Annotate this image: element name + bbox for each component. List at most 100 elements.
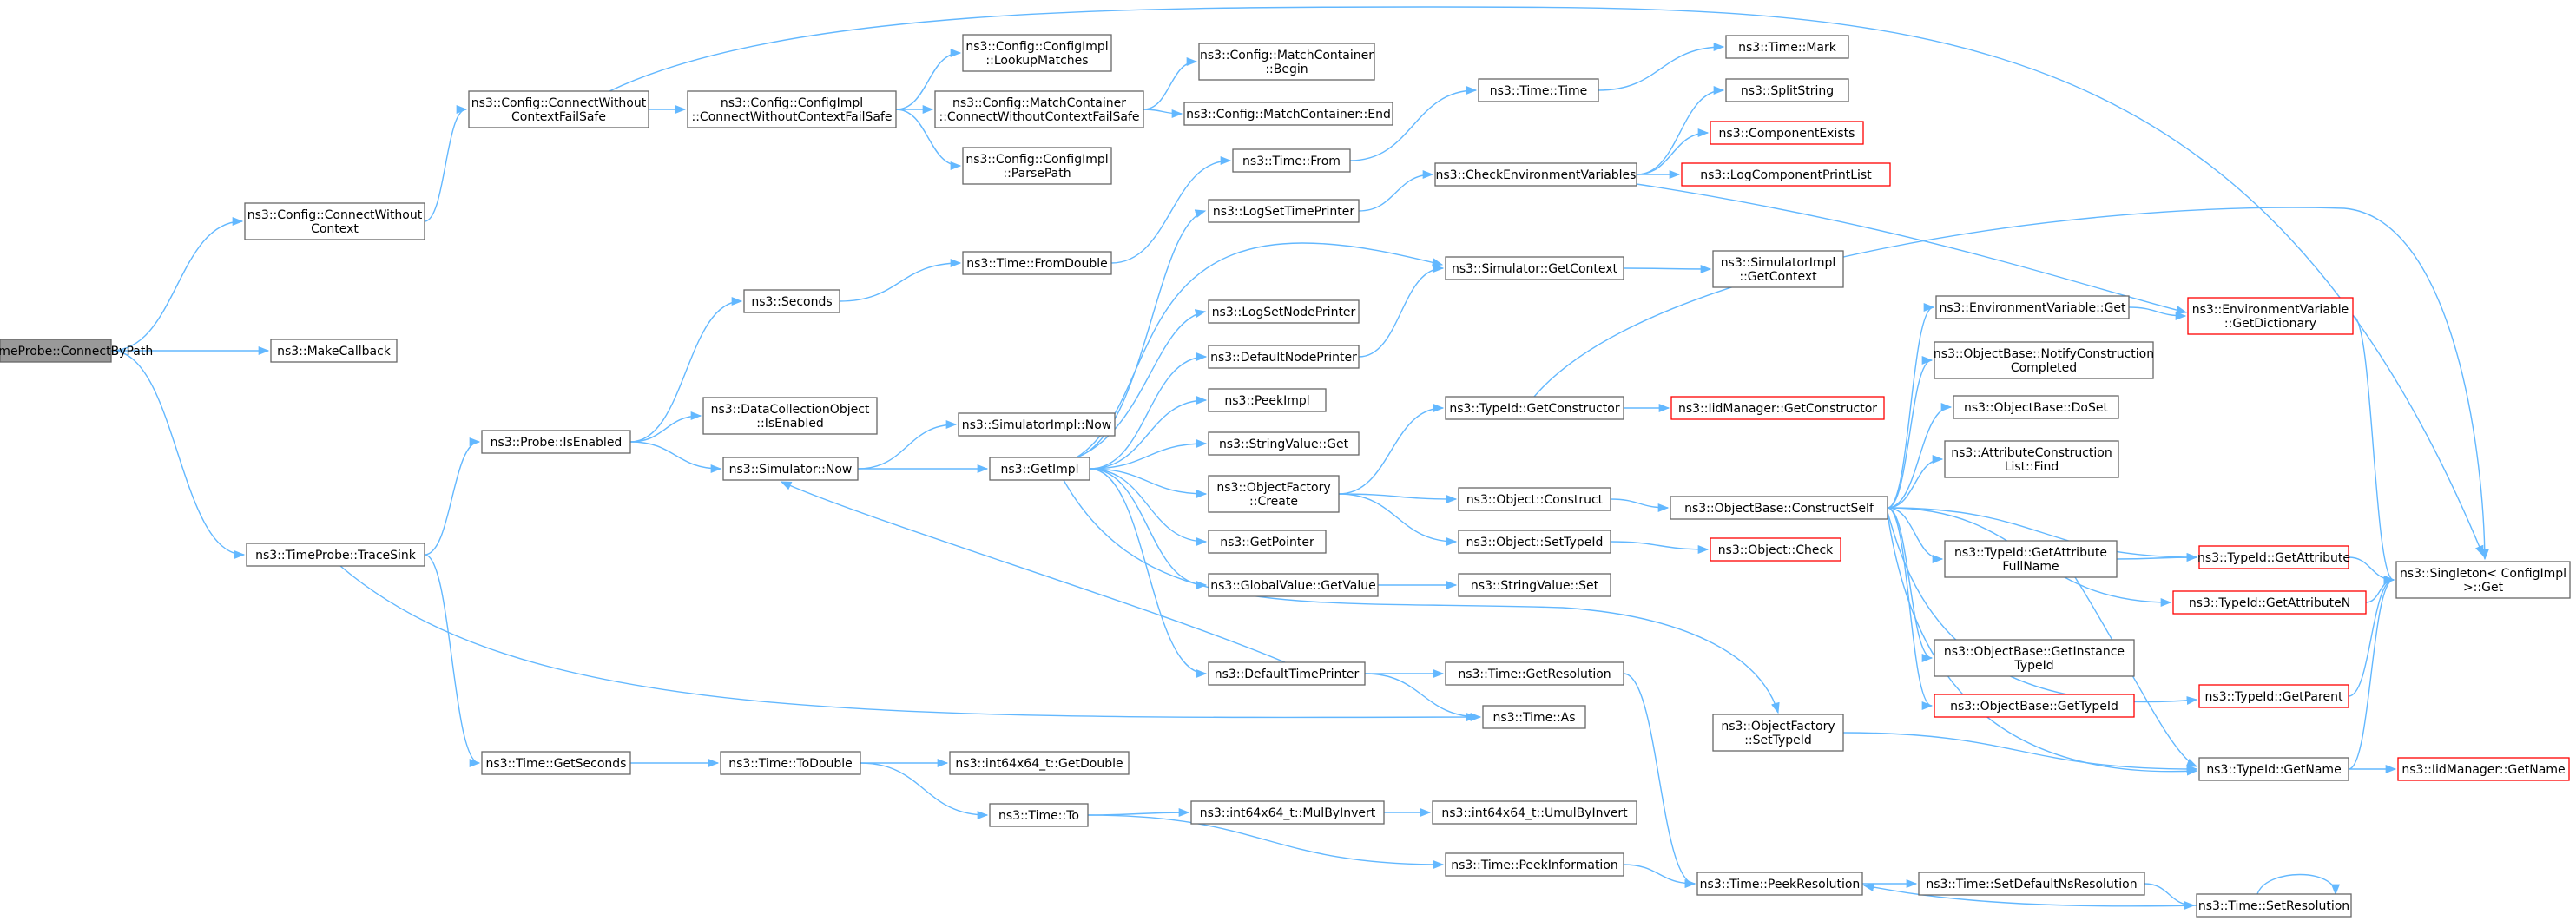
function-node-obj-settypeid[interactable]: ns3::Object::SetTypeId <box>1458 530 1611 554</box>
function-node-make-cb[interactable]: ns3::MakeCallback <box>270 339 398 363</box>
function-node-fromdouble[interactable]: ns3::Time::FromDouble <box>962 251 1112 275</box>
function-node-obj-construct[interactable]: ns3::Object::Construct <box>1458 487 1611 511</box>
function-node-ob-doset[interactable]: ns3::ObjectBase::DoSet <box>1953 395 2119 419</box>
node-label: ns3::TypeId::GetAttribute <box>2197 551 2350 565</box>
node-label: ns3::LogSetTimePrinter <box>1213 205 1355 219</box>
function-node-deftime[interactable]: ns3::DefaultTimePrinter <box>1208 661 1366 686</box>
function-node-umulbyinvert[interactable]: ns3::int64x64_t::UmulByInvert <box>1432 800 1637 825</box>
function-node-gv-getvalue[interactable]: ns3::GlobalValue::GetValue <box>1208 573 1379 597</box>
function-node-singleton[interactable]: ns3::Singleton< ConfigImpl>::Get <box>2395 561 2571 599</box>
function-node-getpointer[interactable]: ns3::GetPointer <box>1208 530 1327 554</box>
call-edge <box>895 109 962 171</box>
function-node-cfg-cwcfs[interactable]: ns3::Config::ConnectWithoutContextFailSa… <box>468 90 649 128</box>
function-node-mulbyinvert[interactable]: ns3::int64x64_t::MulByInvert <box>1190 800 1385 825</box>
function-node-probe-en[interactable]: ns3::Probe::IsEnabled <box>481 430 631 454</box>
node-box <box>1934 639 2135 677</box>
function-node-cfg-cwc[interactable]: ns3::Config::ConnectWithoutContext <box>244 202 425 240</box>
function-node-time-time[interactable]: ns3::Time::Time <box>1478 78 1599 102</box>
function-node-defnode[interactable]: ns3::DefaultNodePrinter <box>1208 345 1360 369</box>
function-node-cfgimpl-cwcfs[interactable]: ns3::Config::ConfigImpl::ConnectWithoutC… <box>687 90 897 128</box>
function-node-lookup[interactable]: ns3::Config::ConfigImpl::LookupMatches <box>962 34 1112 72</box>
function-node-strval-set[interactable]: ns3::StringValue::Set <box>1458 573 1611 597</box>
function-node-peekinfo[interactable]: ns3::Time::PeekInformation <box>1445 852 1624 877</box>
node-label: ns3::int64x64_t::GetDouble <box>955 757 1123 771</box>
function-node-logsetnode[interactable]: ns3::LogSetNodePrinter <box>1208 299 1360 324</box>
node-box <box>2172 590 2367 615</box>
function-node-seconds[interactable]: ns3::Seconds <box>743 289 840 313</box>
call-edge <box>1862 883 2197 907</box>
function-node-logsettime[interactable]: ns3::LogSetTimePrinter <box>1208 199 1360 223</box>
node-box <box>1725 78 1849 102</box>
call-edge <box>2144 883 2196 911</box>
node-box <box>1208 431 1360 456</box>
function-node-tid-getparent[interactable]: ns3::TypeId::GetParent <box>2198 684 2349 708</box>
function-node-parsepath[interactable]: ns3::Config::ConfigImpl::ParsePath <box>962 147 1112 185</box>
function-node-time-getres[interactable]: ns3::Time::GetResolution <box>1445 661 1624 686</box>
function-node-dco-en[interactable]: ns3::DataCollectionObject::IsEnabled <box>702 397 878 435</box>
node-label: ns3::Time::To <box>998 809 1079 823</box>
function-node-sim-now[interactable]: ns3::Simulator::Now <box>722 457 859 481</box>
call-edge <box>1887 402 1953 509</box>
function-node-ob-notify[interactable]: ns3::ObjectBase::NotifyConstructionCompl… <box>1934 341 2154 379</box>
node-box <box>1935 295 2130 319</box>
call-edge <box>1598 42 1725 91</box>
function-node-typeid-getctor[interactable]: ns3::TypeId::GetConstructor <box>1445 396 1624 420</box>
node-label: ns3::GetImpl <box>1000 463 1078 477</box>
function-node-time-as[interactable]: ns3::Time::As <box>1482 705 1586 729</box>
function-node-setdefres[interactable]: ns3::Time::SetDefaultNsResolution <box>1918 872 2145 896</box>
function-node-ob-gettypeid[interactable]: ns3::ObjectBase::GetTypeId <box>1934 694 2135 718</box>
function-node-mc-begin[interactable]: ns3::Config::MatchContainer::Begin <box>1198 43 1375 81</box>
function-node-root[interactable]: ns3::TimeProbe::ConnectByPath <box>0 339 153 363</box>
node-label: ns3::DefaultTimePrinter <box>1215 668 1360 681</box>
function-node-i64-getdouble[interactable]: ns3::int64x64_t::GetDouble <box>949 751 1130 775</box>
function-node-iid-getctor[interactable]: ns3::IidManager::GetConstructor <box>1670 396 1885 420</box>
node-box <box>1208 573 1379 597</box>
function-node-strval-get[interactable]: ns3::StringValue::Get <box>1208 431 1360 456</box>
function-node-getseconds[interactable]: ns3::Time::GetSeconds <box>481 751 631 775</box>
function-node-peekres[interactable]: ns3::Time::PeekResolution <box>1696 872 1863 896</box>
function-node-objfac-settypeid[interactable]: ns3::ObjectFactory::SetTypeId <box>1712 714 1844 752</box>
function-node-iid-getname[interactable]: ns3::IidManager::GetName <box>2397 757 2570 781</box>
function-node-time-from[interactable]: ns3::Time::From <box>1232 148 1351 173</box>
node-label: ns3::Simulator::GetContext <box>1452 262 1618 276</box>
function-node-tid-getname[interactable]: ns3::TypeId::GetName <box>2198 757 2349 781</box>
function-node-peekimpl[interactable]: ns3::PeekImpl <box>1208 388 1327 412</box>
function-node-time-mark[interactable]: ns3::Time::Mark <box>1725 35 1849 59</box>
function-node-mc-end[interactable]: ns3::Config::MatchContainer::End <box>1183 102 1393 126</box>
node-label: ns3::Config::ConfigImpl <box>721 96 863 110</box>
call-edge <box>1143 56 1198 110</box>
node-box <box>1432 800 1637 825</box>
function-node-envvar-dict[interactable]: ns3::EnvironmentVariable::GetDictionary <box>2187 297 2354 335</box>
node-box <box>1670 496 1888 520</box>
function-node-sim-getctx[interactable]: ns3::Simulator::GetContext <box>1445 256 1624 280</box>
function-node-envvar-get[interactable]: ns3::EnvironmentVariable::Get <box>1935 295 2130 319</box>
function-node-todouble[interactable]: ns3::Time::ToDouble <box>720 751 861 775</box>
function-node-simimpl-getctx[interactable]: ns3::SimulatorImpl::GetContext <box>1712 250 1844 288</box>
function-node-objfac-create[interactable]: ns3::ObjectFactory::Create <box>1208 475 1340 513</box>
node-label: ns3::EnvironmentVariable <box>2192 303 2349 317</box>
function-node-obj-check[interactable]: ns3::Object::Check <box>1710 537 1841 562</box>
function-node-tid-getattr[interactable]: ns3::TypeId::GetAttribute <box>2197 545 2350 569</box>
function-node-simimpl-now[interactable]: ns3::SimulatorImpl::Now <box>958 412 1116 437</box>
node-label: ns3::EnvironmentVariable::Get <box>1940 301 2126 315</box>
function-node-objbase-cs[interactable]: ns3::ObjectBase::ConstructSelf <box>1670 496 1888 520</box>
function-node-splitstring[interactable]: ns3::SplitString <box>1725 78 1849 102</box>
node-label: ::ConnectWithoutContextFailSafe <box>939 110 1139 124</box>
function-node-checkenv[interactable]: ns3::CheckEnvironmentVariables <box>1434 162 1637 187</box>
function-node-logcomplist[interactable]: ns3::LogComponentPrintList <box>1681 162 1891 187</box>
node-box <box>1478 78 1599 102</box>
function-node-time-to[interactable]: ns3::Time::To <box>989 803 1089 827</box>
function-node-trace-sink[interactable]: ns3::TimeProbe::TraceSink <box>246 543 425 567</box>
node-box <box>743 289 840 313</box>
function-node-tid-getattrn[interactable]: ns3::TypeId::GetAttributeN <box>2172 590 2367 615</box>
function-node-mc-cwcfs[interactable]: ns3::Config::MatchContainer::ConnectWith… <box>934 90 1144 128</box>
node-label: ns3::Time::SetDefaultNsResolution <box>1926 878 2137 891</box>
node-box <box>1458 573 1611 597</box>
function-node-setres[interactable]: ns3::Time::SetResolution <box>2196 893 2352 918</box>
call-edge <box>1887 507 2198 562</box>
function-node-getimpl[interactable]: ns3::GetImpl <box>989 457 1090 481</box>
function-node-compexists[interactable]: ns3::ComponentExists <box>1710 121 1864 145</box>
